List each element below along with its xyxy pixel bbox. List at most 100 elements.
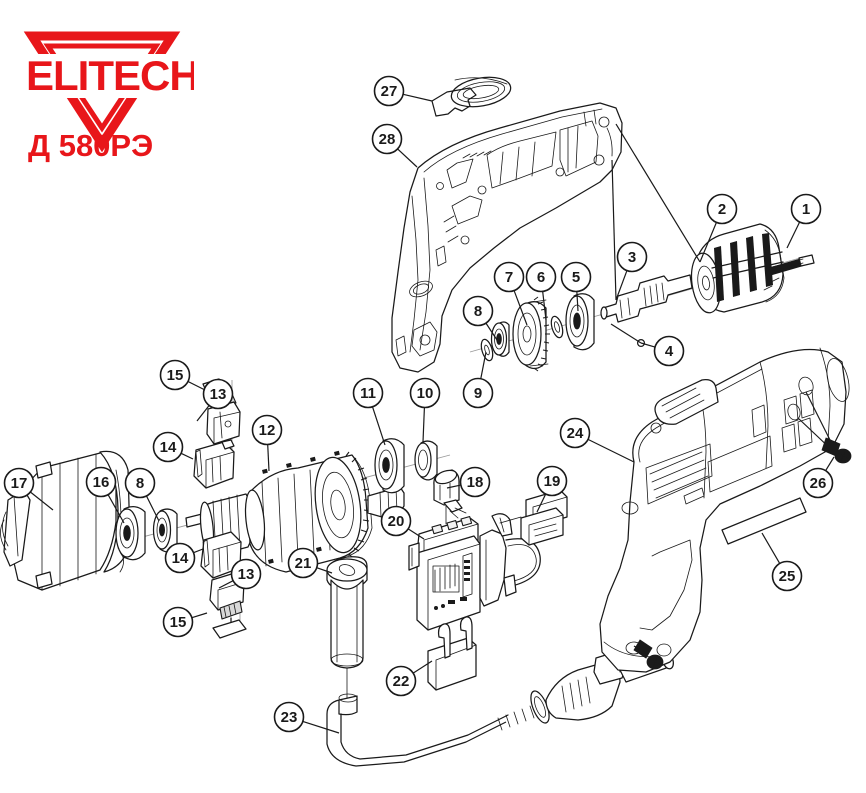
callout-circle[interactable] bbox=[459, 466, 491, 498]
callout-number: 9 bbox=[474, 385, 482, 402]
callout-circle[interactable] bbox=[462, 295, 494, 327]
callout-brush-holder-upper[interactable]: 14 bbox=[152, 431, 194, 463]
brand-name: ELITECH bbox=[26, 52, 194, 99]
callout-circle[interactable] bbox=[371, 123, 403, 155]
noise-filter-part bbox=[427, 616, 477, 691]
leader-line bbox=[761, 532, 781, 564]
callout-armature[interactable]: 12 bbox=[251, 414, 283, 472]
speed-dial-part bbox=[433, 469, 467, 525]
callout-circle[interactable] bbox=[251, 414, 283, 446]
thrust-washer-part bbox=[480, 338, 494, 362]
callout-circle[interactable] bbox=[525, 261, 557, 293]
callout-number: 11 bbox=[360, 385, 376, 402]
callout-number: 16 bbox=[93, 474, 110, 491]
callout-armature-bearing[interactable]: 11 bbox=[352, 377, 386, 446]
callout-bearing-ring[interactable]: 8 bbox=[124, 467, 160, 522]
callout-circle[interactable] bbox=[706, 193, 738, 225]
callout-switch-lock-plate[interactable]: 27 bbox=[373, 75, 433, 107]
callout-stator[interactable]: 17 bbox=[3, 467, 54, 511]
callout-circle[interactable] bbox=[230, 558, 262, 590]
callout-circle[interactable] bbox=[385, 665, 417, 697]
callout-circle[interactable] bbox=[202, 378, 234, 410]
leader-line bbox=[29, 491, 54, 511]
callout-circle[interactable] bbox=[162, 606, 194, 638]
callout-chuck-screw[interactable]: 1 bbox=[786, 193, 822, 249]
callout-number: 13 bbox=[238, 566, 255, 583]
callout-circle[interactable] bbox=[159, 359, 191, 391]
callout-carbon-brush-upper[interactable]: 13 bbox=[196, 378, 234, 422]
callout-rating-label[interactable]: 25 bbox=[761, 532, 803, 592]
callout-circle[interactable] bbox=[124, 467, 156, 499]
leader-line bbox=[825, 456, 835, 471]
callout-spindle-bearing[interactable]: 5 bbox=[560, 261, 592, 312]
callout-number: 15 bbox=[170, 614, 187, 631]
callout-number: 27 bbox=[381, 83, 398, 100]
leader-spindle bbox=[611, 159, 617, 301]
callout-housing-half-right[interactable]: 24 bbox=[559, 417, 635, 463]
leader-line bbox=[536, 493, 547, 513]
callout-brush-holder-lower[interactable]: 14 bbox=[164, 542, 204, 574]
armature-part bbox=[185, 450, 405, 573]
callout-number: 2 bbox=[718, 201, 726, 218]
callout-number: 20 bbox=[388, 513, 405, 530]
callout-power-cord[interactable]: 23 bbox=[273, 701, 340, 734]
callout-circle[interactable] bbox=[3, 467, 35, 499]
callout-keyless-chuck[interactable]: 2 bbox=[699, 193, 738, 263]
callout-speed-dial[interactable]: 18 bbox=[446, 466, 491, 498]
callout-circle[interactable] bbox=[802, 467, 834, 499]
leader-line bbox=[371, 406, 386, 446]
assembled-drill bbox=[599, 347, 852, 673]
callout-circle[interactable] bbox=[152, 431, 184, 463]
callout-circle[interactable] bbox=[559, 417, 591, 449]
callout-stator-bearing[interactable]: 16 bbox=[85, 466, 125, 524]
callout-circle[interactable] bbox=[653, 335, 685, 367]
callout-circle[interactable] bbox=[493, 261, 525, 293]
callout-bearing-sleeve[interactable]: 10 bbox=[409, 377, 441, 443]
bearing-ring-part bbox=[152, 508, 178, 553]
callout-circle[interactable] bbox=[616, 241, 648, 273]
callout-housing-screw[interactable]: 26 bbox=[802, 456, 835, 499]
callout-carbon-brush-lower[interactable]: 13 bbox=[218, 558, 262, 590]
callout-circle[interactable] bbox=[560, 261, 592, 293]
leader-line bbox=[267, 444, 270, 472]
callout-housing-half-left[interactable]: 28 bbox=[371, 123, 418, 168]
callout-number: 18 bbox=[467, 474, 484, 491]
housing-half-left-part bbox=[391, 76, 623, 373]
leader-line bbox=[316, 567, 333, 574]
callout-circle[interactable] bbox=[536, 465, 568, 497]
callout-circle[interactable] bbox=[287, 547, 319, 579]
electrical-group bbox=[326, 469, 674, 767]
callout-gear-bearing[interactable]: 8 bbox=[462, 295, 498, 341]
brand-model: Д 580РЭ bbox=[28, 128, 153, 163]
callout-spindle-washer[interactable]: 6 bbox=[525, 261, 557, 321]
brush-holder-upper-part bbox=[206, 401, 241, 445]
callout-number: 15 bbox=[167, 367, 184, 384]
callout-circle[interactable] bbox=[373, 75, 405, 107]
callout-number: 10 bbox=[417, 385, 434, 402]
leader-line bbox=[107, 494, 125, 524]
callout-circle[interactable] bbox=[771, 560, 803, 592]
callout-thrust-washer[interactable]: 9 bbox=[462, 351, 494, 409]
callout-circle[interactable] bbox=[273, 701, 305, 733]
callout-brush-cap-lower[interactable]: 15 bbox=[162, 606, 208, 638]
callout-circle[interactable] bbox=[85, 466, 117, 498]
callout-circle[interactable] bbox=[409, 377, 441, 409]
spindle-part bbox=[600, 274, 693, 323]
callout-circle[interactable] bbox=[790, 193, 822, 225]
callout-circle[interactable] bbox=[380, 505, 412, 537]
callout-cord-connector[interactable]: 19 bbox=[536, 465, 568, 513]
callout-drive-gear[interactable]: 7 bbox=[493, 261, 528, 326]
callout-brush-cap-upper[interactable]: 15 bbox=[159, 359, 206, 391]
callout-spindle[interactable]: 3 bbox=[615, 241, 648, 301]
callout-side-handle[interactable]: 21 bbox=[287, 547, 333, 579]
callout-circle[interactable] bbox=[352, 377, 384, 409]
switch-lock-plate-part bbox=[450, 76, 512, 108]
callout-trigger-switch[interactable]: 20 bbox=[380, 505, 425, 540]
callout-circle[interactable] bbox=[164, 542, 196, 574]
callout-circle[interactable] bbox=[462, 377, 494, 409]
callout-number: 8 bbox=[474, 303, 482, 320]
callout-spindle-ball[interactable]: 4 bbox=[640, 335, 685, 367]
callout-noise-filter[interactable]: 22 bbox=[385, 660, 433, 697]
